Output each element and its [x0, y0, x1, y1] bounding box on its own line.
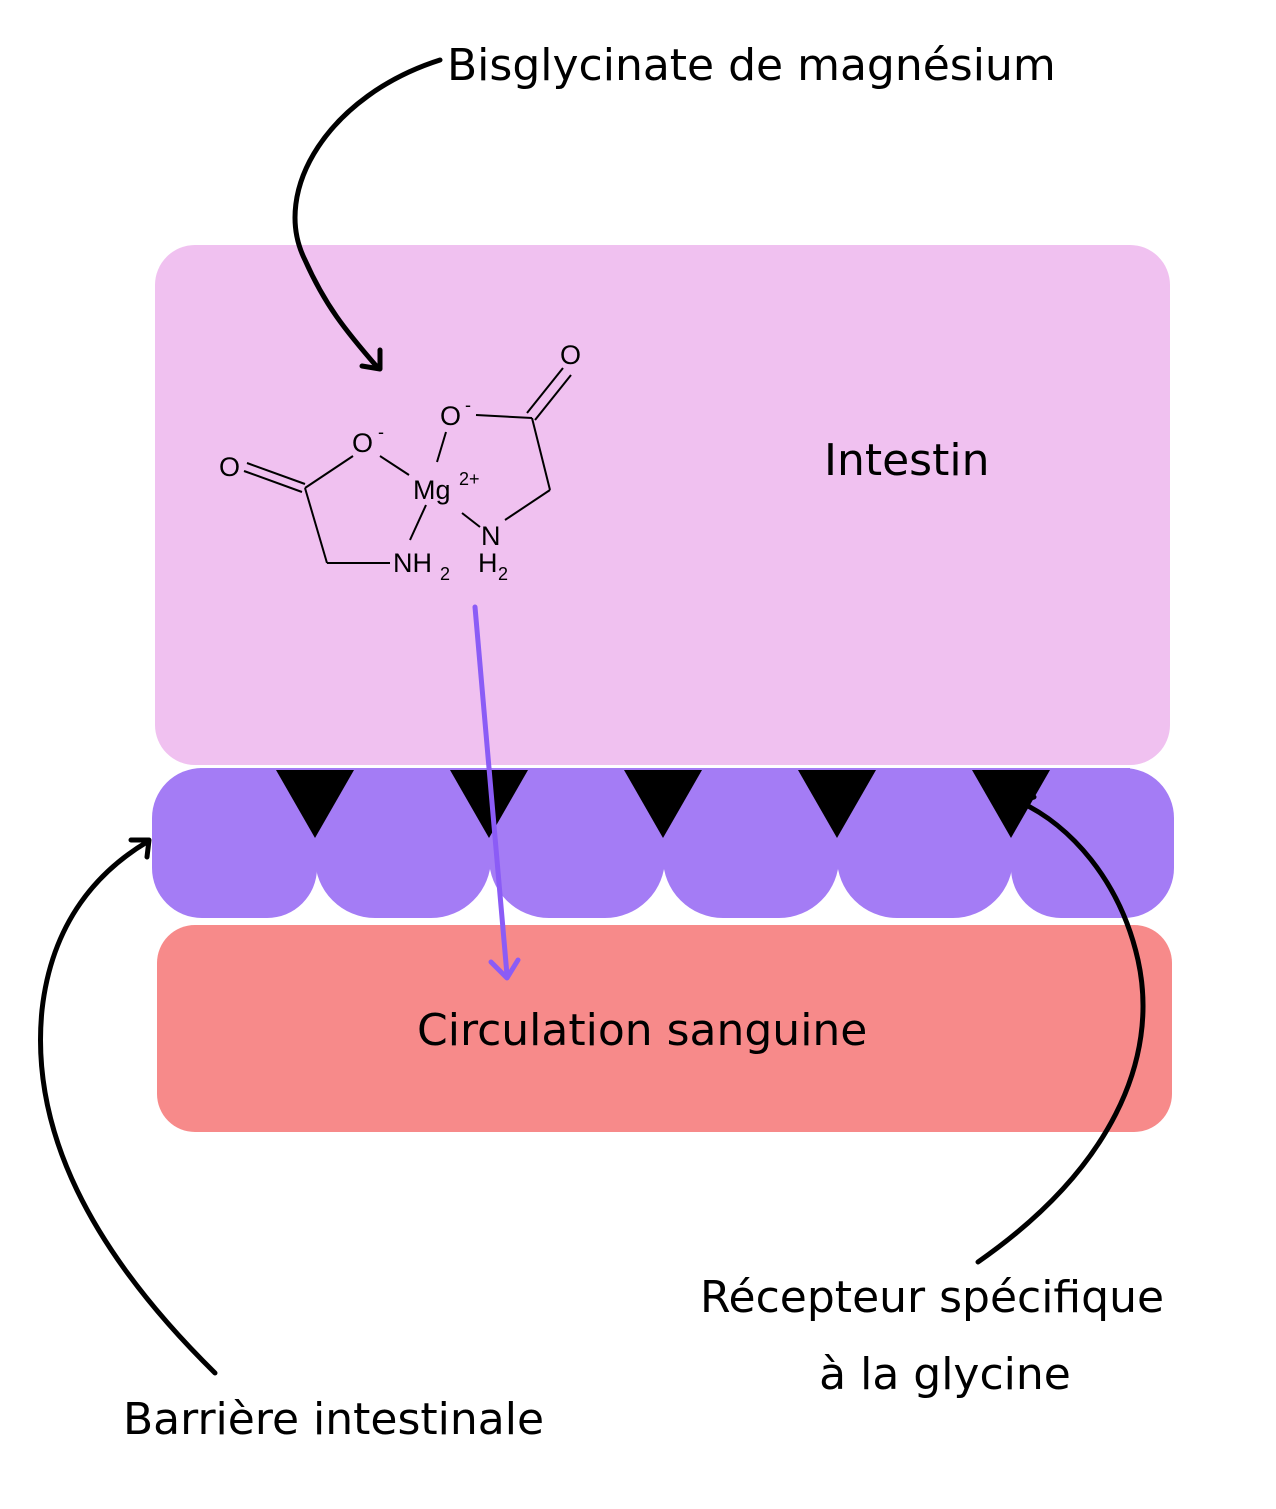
charge-label: 2+ [459, 469, 480, 489]
atom-label: NH [393, 548, 432, 578]
intestine-region [155, 245, 1170, 765]
subscript-label: 2 [440, 564, 450, 584]
receptor-label-line2: à la glycine [819, 1349, 1071, 1400]
atom-label: N [481, 521, 501, 551]
atom-label: O [219, 452, 240, 482]
receptor-triangle [450, 770, 528, 838]
atom-label: O [440, 401, 461, 431]
molecule-name-label: Bisglycinate de magnésium [447, 40, 1056, 91]
atom-label: O [560, 340, 581, 370]
blood-label: Circulation sanguine [417, 1005, 867, 1056]
receptor-pointer-arrow [975, 794, 1146, 1265]
glycine-receptors [276, 770, 1050, 838]
receptor-triangle [972, 770, 1050, 838]
absorption-arrow [472, 604, 521, 981]
receptor-triangle [624, 770, 702, 838]
receptor-label-line1: Récepteur spécifique [700, 1272, 1164, 1323]
receptor-triangle [276, 770, 354, 838]
barrier-pointer-arrow [38, 837, 218, 1376]
atom-label: H [478, 548, 498, 578]
intestine-label: Intestin [824, 435, 989, 486]
atom-label: Mg [413, 475, 451, 505]
blood-region [157, 925, 1172, 1132]
barrier-label: Barrière intestinale [123, 1394, 544, 1445]
receptor-triangle [798, 770, 876, 838]
molecule-structure [243, 367, 572, 564]
atom-label: O [352, 428, 373, 458]
charge-label: - [378, 422, 384, 442]
molecule-labels: O O - Mg 2+ NH 2 O - O N H 2 [219, 340, 581, 584]
molecule-pointer-arrow [292, 57, 443, 372]
subscript-label: 2 [498, 564, 508, 584]
charge-label: - [465, 395, 471, 415]
